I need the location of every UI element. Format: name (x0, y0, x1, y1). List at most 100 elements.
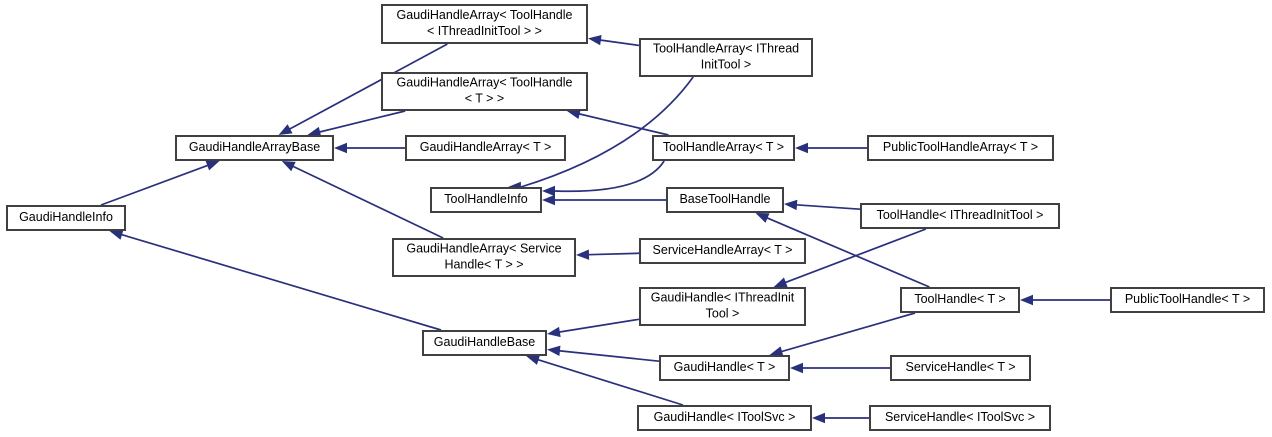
class-node[interactable]: GaudiHandle< T > (659, 355, 790, 381)
inheritance-arrowhead (566, 108, 581, 120)
class-node[interactable]: GaudiHandleArrayBase (175, 135, 334, 161)
class-node-box[interactable] (381, 4, 588, 44)
inheritance-edge (109, 229, 442, 331)
inheritance-arrowhead (790, 362, 803, 374)
class-node[interactable]: PublicToolHandle< T > (1110, 287, 1265, 313)
class-node-box[interactable] (422, 330, 547, 356)
class-node-label: GaudiHandleArray< ToolHandle< T > > (397, 76, 573, 106)
class-node-label: GaudiHandleArrayBase (189, 140, 320, 154)
class-node[interactable]: ToolHandle< T > (900, 287, 1020, 313)
inheritance-arrowhead (812, 412, 825, 424)
inheritance-edge (790, 362, 890, 374)
class-node-box[interactable] (652, 135, 795, 161)
class-node-box[interactable] (430, 187, 542, 213)
class-node-box[interactable] (659, 355, 790, 381)
class-node-label: PublicToolHandleArray< T > (883, 140, 1038, 154)
class-node-label: ServiceHandle< T > (905, 360, 1015, 374)
inheritance-arrowhead (588, 34, 602, 46)
inheritance-edge (576, 249, 640, 260)
class-node[interactable]: GaudiHandleArray< ToolHandle< IThreadIni… (381, 4, 588, 44)
class-node-box[interactable] (381, 72, 588, 111)
class-node[interactable]: ToolHandleArray< T > (652, 135, 795, 161)
class-node-box[interactable] (639, 38, 813, 77)
inheritance-edge (278, 43, 448, 135)
inheritance-edge (795, 142, 867, 154)
inheritance-edge (100, 160, 220, 206)
class-node-box[interactable] (175, 135, 334, 161)
inheritance-arrowhead (542, 185, 555, 197)
class-node-box[interactable] (6, 205, 126, 231)
inheritance-arrowhead (1020, 294, 1033, 306)
class-node-box[interactable] (890, 355, 1031, 381)
inheritance-edge (769, 312, 916, 357)
class-node-label: ToolHandle< IThreadInitTool > (877, 208, 1044, 222)
class-node-label: GaudiHandleInfo (19, 210, 113, 224)
class-node[interactable]: GaudiHandle< IToolSvc > (637, 405, 812, 431)
class-node-box[interactable] (869, 405, 1051, 431)
class-node[interactable]: BaseToolHandle (666, 187, 784, 213)
class-node-box[interactable] (1110, 287, 1265, 313)
inheritance-edge (588, 34, 640, 47)
inheritance-edge (547, 345, 660, 363)
class-node-box[interactable] (405, 135, 566, 161)
inheritance-arrowhead (547, 326, 561, 338)
inheritance-arrowhead (205, 160, 220, 171)
class-node-label: ToolHandle< T > (914, 292, 1005, 306)
nodes-layer: GaudiHandleArray< ToolHandle< IThreadIni… (6, 4, 1265, 431)
class-node[interactable]: ToolHandle< IThreadInitTool > (860, 203, 1060, 229)
class-node-box[interactable] (867, 135, 1054, 161)
class-node-box[interactable] (639, 287, 806, 326)
class-node-box[interactable] (639, 238, 806, 264)
inheritance-edge (1020, 294, 1110, 306)
class-node-box[interactable] (860, 203, 1060, 229)
class-node[interactable]: GaudiHandleArray< T > (405, 135, 566, 161)
inheritance-arrowhead (784, 199, 798, 211)
inheritance-arrowhead (795, 142, 808, 154)
class-node-box[interactable] (666, 187, 784, 213)
inheritance-edge (755, 213, 930, 288)
class-node-box[interactable] (637, 405, 812, 431)
class-node-label: PublicToolHandle< T > (1125, 292, 1250, 306)
class-node-box[interactable] (392, 238, 576, 277)
class-node[interactable]: PublicToolHandleArray< T > (867, 135, 1054, 161)
class-node-label: ToolHandleInfo (444, 192, 527, 206)
class-node[interactable]: ServiceHandle< T > (890, 355, 1031, 381)
inheritance-arrowhead (576, 249, 590, 260)
class-node[interactable]: GaudiHandleBase (422, 330, 547, 356)
inheritance-arrowhead (773, 277, 788, 288)
inheritance-edge (334, 142, 405, 154)
class-node-label: GaudiHandleArray< ToolHandle< IThreadIni… (397, 8, 573, 38)
inheritance-edge (542, 194, 666, 206)
edges-layer (100, 34, 1110, 424)
inheritance-arrowhead (542, 194, 555, 206)
class-node[interactable]: GaudiHandleInfo (6, 205, 126, 231)
inheritance-edge (784, 199, 861, 211)
class-node[interactable]: ServiceHandle< IToolSvc > (869, 405, 1051, 431)
inheritance-arrowhead (109, 229, 124, 240)
class-node-label: ServiceHandleArray< T > (653, 243, 793, 257)
inheritance-arrowhead (281, 161, 296, 172)
inheritance-arrowhead (755, 213, 770, 223)
inheritance-edge (542, 160, 665, 197)
inheritance-edge (566, 108, 669, 136)
inheritance-edge (307, 110, 406, 137)
class-node-label: GaudiHandle< IToolSvc > (654, 410, 796, 424)
class-node-label: GaudiHandleBase (434, 335, 536, 349)
class-node[interactable]: ToolHandleInfo (430, 187, 542, 213)
class-node[interactable]: ServiceHandleArray< T > (639, 238, 806, 264)
class-node[interactable]: GaudiHandleArray< ToolHandle< T > > (381, 72, 588, 111)
class-node-box[interactable] (900, 287, 1020, 313)
inheritance-arrowhead (547, 345, 561, 357)
inheritance-arrowhead (526, 354, 541, 365)
inheritance-arrowhead (278, 124, 293, 135)
class-node-label: ToolHandleArray< T > (663, 140, 784, 154)
inheritance-edge (526, 354, 684, 406)
